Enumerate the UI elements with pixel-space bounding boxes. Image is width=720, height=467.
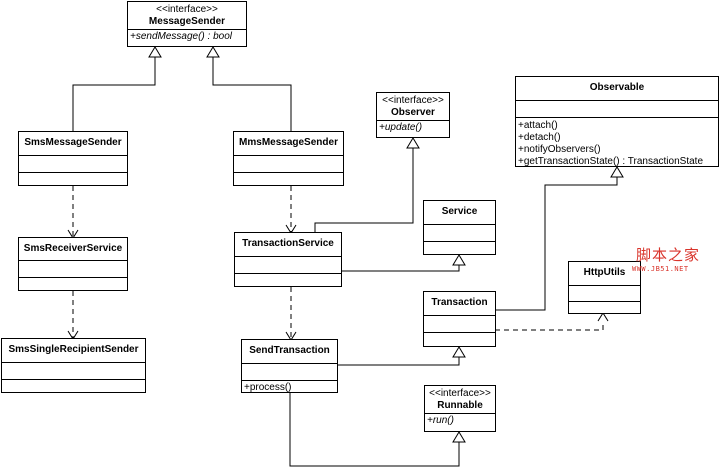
watermark-chinese: 脚本之家 [636,246,701,264]
class-transaction[interactable]: Transaction [423,291,496,347]
class-name: Service [441,206,478,217]
arrowhead-runnable [452,431,466,443]
class-header: SmsSingleRecipientSender [2,339,145,362]
attributes-compartment [19,260,127,277]
class-name: Observable [589,82,645,93]
class-name: Observer [391,107,435,118]
class-name: SmsSingleRecipientSender [8,344,139,355]
operations-compartment: +run() [425,413,495,428]
operations-compartment: +sendMessage() : bool [128,29,246,44]
class-header: TransactionService [235,233,341,256]
class-header: HttpUtils [569,262,640,285]
class-runnable[interactable]: <<interface>> Runnable +run() [424,385,496,432]
class-header: <<interface>> MessageSender [128,2,246,29]
attributes-compartment [424,315,495,332]
link-transactionservice-to-observer [314,148,414,232]
class-mms-message-sender[interactable]: MmsMessageSender [233,131,344,186]
class-header: <<interface>> Runnable [425,386,495,413]
operations-compartment [424,332,495,349]
arrowhead-observer [406,137,420,149]
operation: +detach() [518,132,561,143]
operations-compartment [19,277,127,293]
class-name: SmsMessageSender [24,137,122,148]
class-name: SmsReceiverService [23,243,123,254]
attributes-compartment [424,224,495,241]
stereotype-label: <<interface>> [429,388,491,399]
arrowhead-observable [610,166,624,178]
arrowhead-service [452,254,466,266]
operations-compartment [424,241,495,257]
class-message-sender[interactable]: <<interface>> MessageSender +sendMessage… [127,1,247,47]
operation: +run() [427,415,454,426]
class-http-utils[interactable]: HttpUtils [568,261,641,314]
arrowhead-messagesender-left [148,46,162,58]
class-header: Transaction [424,292,495,315]
class-header: <<interface>> Observer [377,93,449,120]
operations-compartment: +attach() +detach() +notifyObservers() +… [516,117,718,169]
attributes-compartment [242,363,337,380]
operations-compartment: +process() [242,380,337,395]
attributes-compartment [516,100,718,117]
class-header: Observable [516,77,718,100]
operations-compartment [234,172,343,188]
class-header: SendTransaction [242,340,337,363]
operation: +attach() [518,120,558,131]
stereotype-label: <<interface>> [156,4,218,15]
class-name: Transaction [431,297,488,308]
class-sms-message-sender[interactable]: SmsMessageSender [18,131,128,186]
class-header: SmsMessageSender [19,132,127,155]
attributes-compartment [235,256,341,273]
operations-compartment: +update() [377,120,449,135]
link-mmssender-to-messagesender [212,57,292,131]
watermark-url: WWW.JB51.NET [632,265,689,273]
arrowhead-transaction [452,346,466,358]
class-name: TransactionService [242,238,334,249]
class-sms-receiver-service[interactable]: SmsReceiverService [18,237,128,291]
class-header: MmsMessageSender [234,132,343,155]
attributes-compartment [569,285,640,301]
class-observable[interactable]: Observable +attach() +detach() +notifyOb… [515,76,719,167]
dep-transaction-to-httputils [495,324,604,331]
class-sms-single-recipient-sender[interactable]: SmsSingleRecipientSender [1,338,146,393]
class-name: SendTransaction [249,345,330,356]
class-name: Runnable [437,400,483,411]
link-sendtransaction-to-runnable [289,393,460,467]
class-header: SmsReceiverService [19,238,127,260]
link-transactionservice-to-service [341,265,460,272]
attributes-compartment [19,155,127,172]
class-send-transaction[interactable]: SendTransaction +process() [241,339,338,393]
operation: +notifyObservers() [518,144,601,155]
class-name: MmsMessageSender [239,137,338,148]
operations-compartment [569,301,640,316]
attributes-compartment [2,362,145,379]
operations-compartment [19,172,127,188]
class-name: MessageSender [148,16,226,27]
operation: +process() [244,382,292,393]
class-service[interactable]: Service [423,200,496,255]
operations-compartment [235,273,341,289]
link-smssender-to-messagesender [72,57,156,131]
stereotype-label: <<interface>> [382,95,444,106]
class-transaction-service[interactable]: TransactionService [234,232,342,287]
operations-compartment [2,379,145,395]
arrowhead-messagesender-right [206,46,220,58]
operation: +sendMessage() : bool [130,31,233,42]
attributes-compartment [234,155,343,172]
class-observer[interactable]: <<interface>> Observer +update() [376,92,450,138]
link-sendtransaction-to-transaction [337,357,460,366]
class-header: Service [424,201,495,224]
class-name: HttpUtils [583,267,626,278]
operation: +update() [379,122,423,133]
link-transaction-to-observable [495,177,618,311]
operation: +getTransactionState() : TransactionStat… [518,156,704,167]
